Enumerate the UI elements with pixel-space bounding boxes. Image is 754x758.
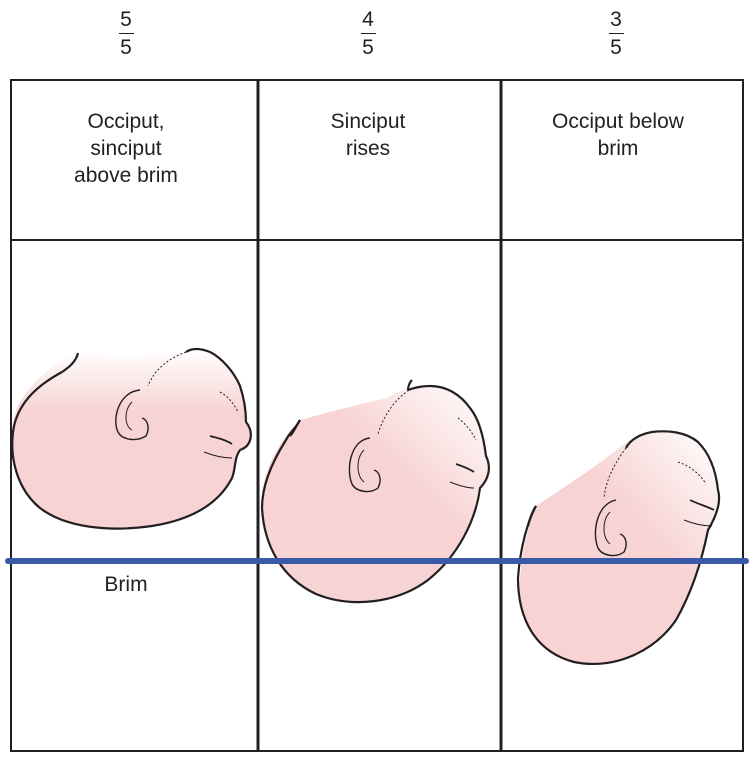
fraction-5-5: 5 5	[106, 8, 146, 60]
fraction-numerator: 4	[362, 8, 374, 31]
column-label-4-5: Sinciput rises	[283, 108, 453, 162]
column-label-5-5: Occiput, sinciput above brim	[40, 108, 212, 189]
fraction-numerator: 3	[610, 8, 622, 31]
label-line: brim	[597, 137, 639, 160]
fraction-numerator: 5	[120, 8, 132, 31]
label-line: Sinciput	[330, 110, 406, 133]
fraction-4-5: 4 5	[348, 8, 388, 60]
fraction-denominator: 5	[362, 36, 374, 59]
label-line: above brim	[74, 164, 178, 187]
column-label-3-5: Occiput below brim	[520, 108, 716, 162]
fetal-head-5-5	[11, 347, 252, 530]
table-frame	[10, 79, 744, 752]
fraction-denominator: 5	[610, 36, 622, 59]
fetal-head-4-5	[260, 379, 490, 604]
label-line: Occiput,	[87, 110, 165, 133]
fraction-bar	[608, 33, 624, 34]
outer-border	[10, 79, 744, 752]
label-line: Occiput below	[552, 110, 684, 133]
fraction-denominator: 5	[120, 36, 132, 59]
brim-label: Brim	[104, 573, 148, 596]
ear-icon	[115, 389, 149, 441]
fetal-head-3-5	[516, 430, 721, 665]
ear-icon	[348, 437, 381, 493]
fraction-bar	[360, 33, 376, 34]
ear-icon	[594, 499, 627, 557]
fraction-3-5: 3 5	[596, 8, 636, 60]
label-line: rises	[345, 137, 391, 160]
label-line: sinciput	[90, 137, 162, 160]
fraction-bar	[118, 33, 134, 34]
